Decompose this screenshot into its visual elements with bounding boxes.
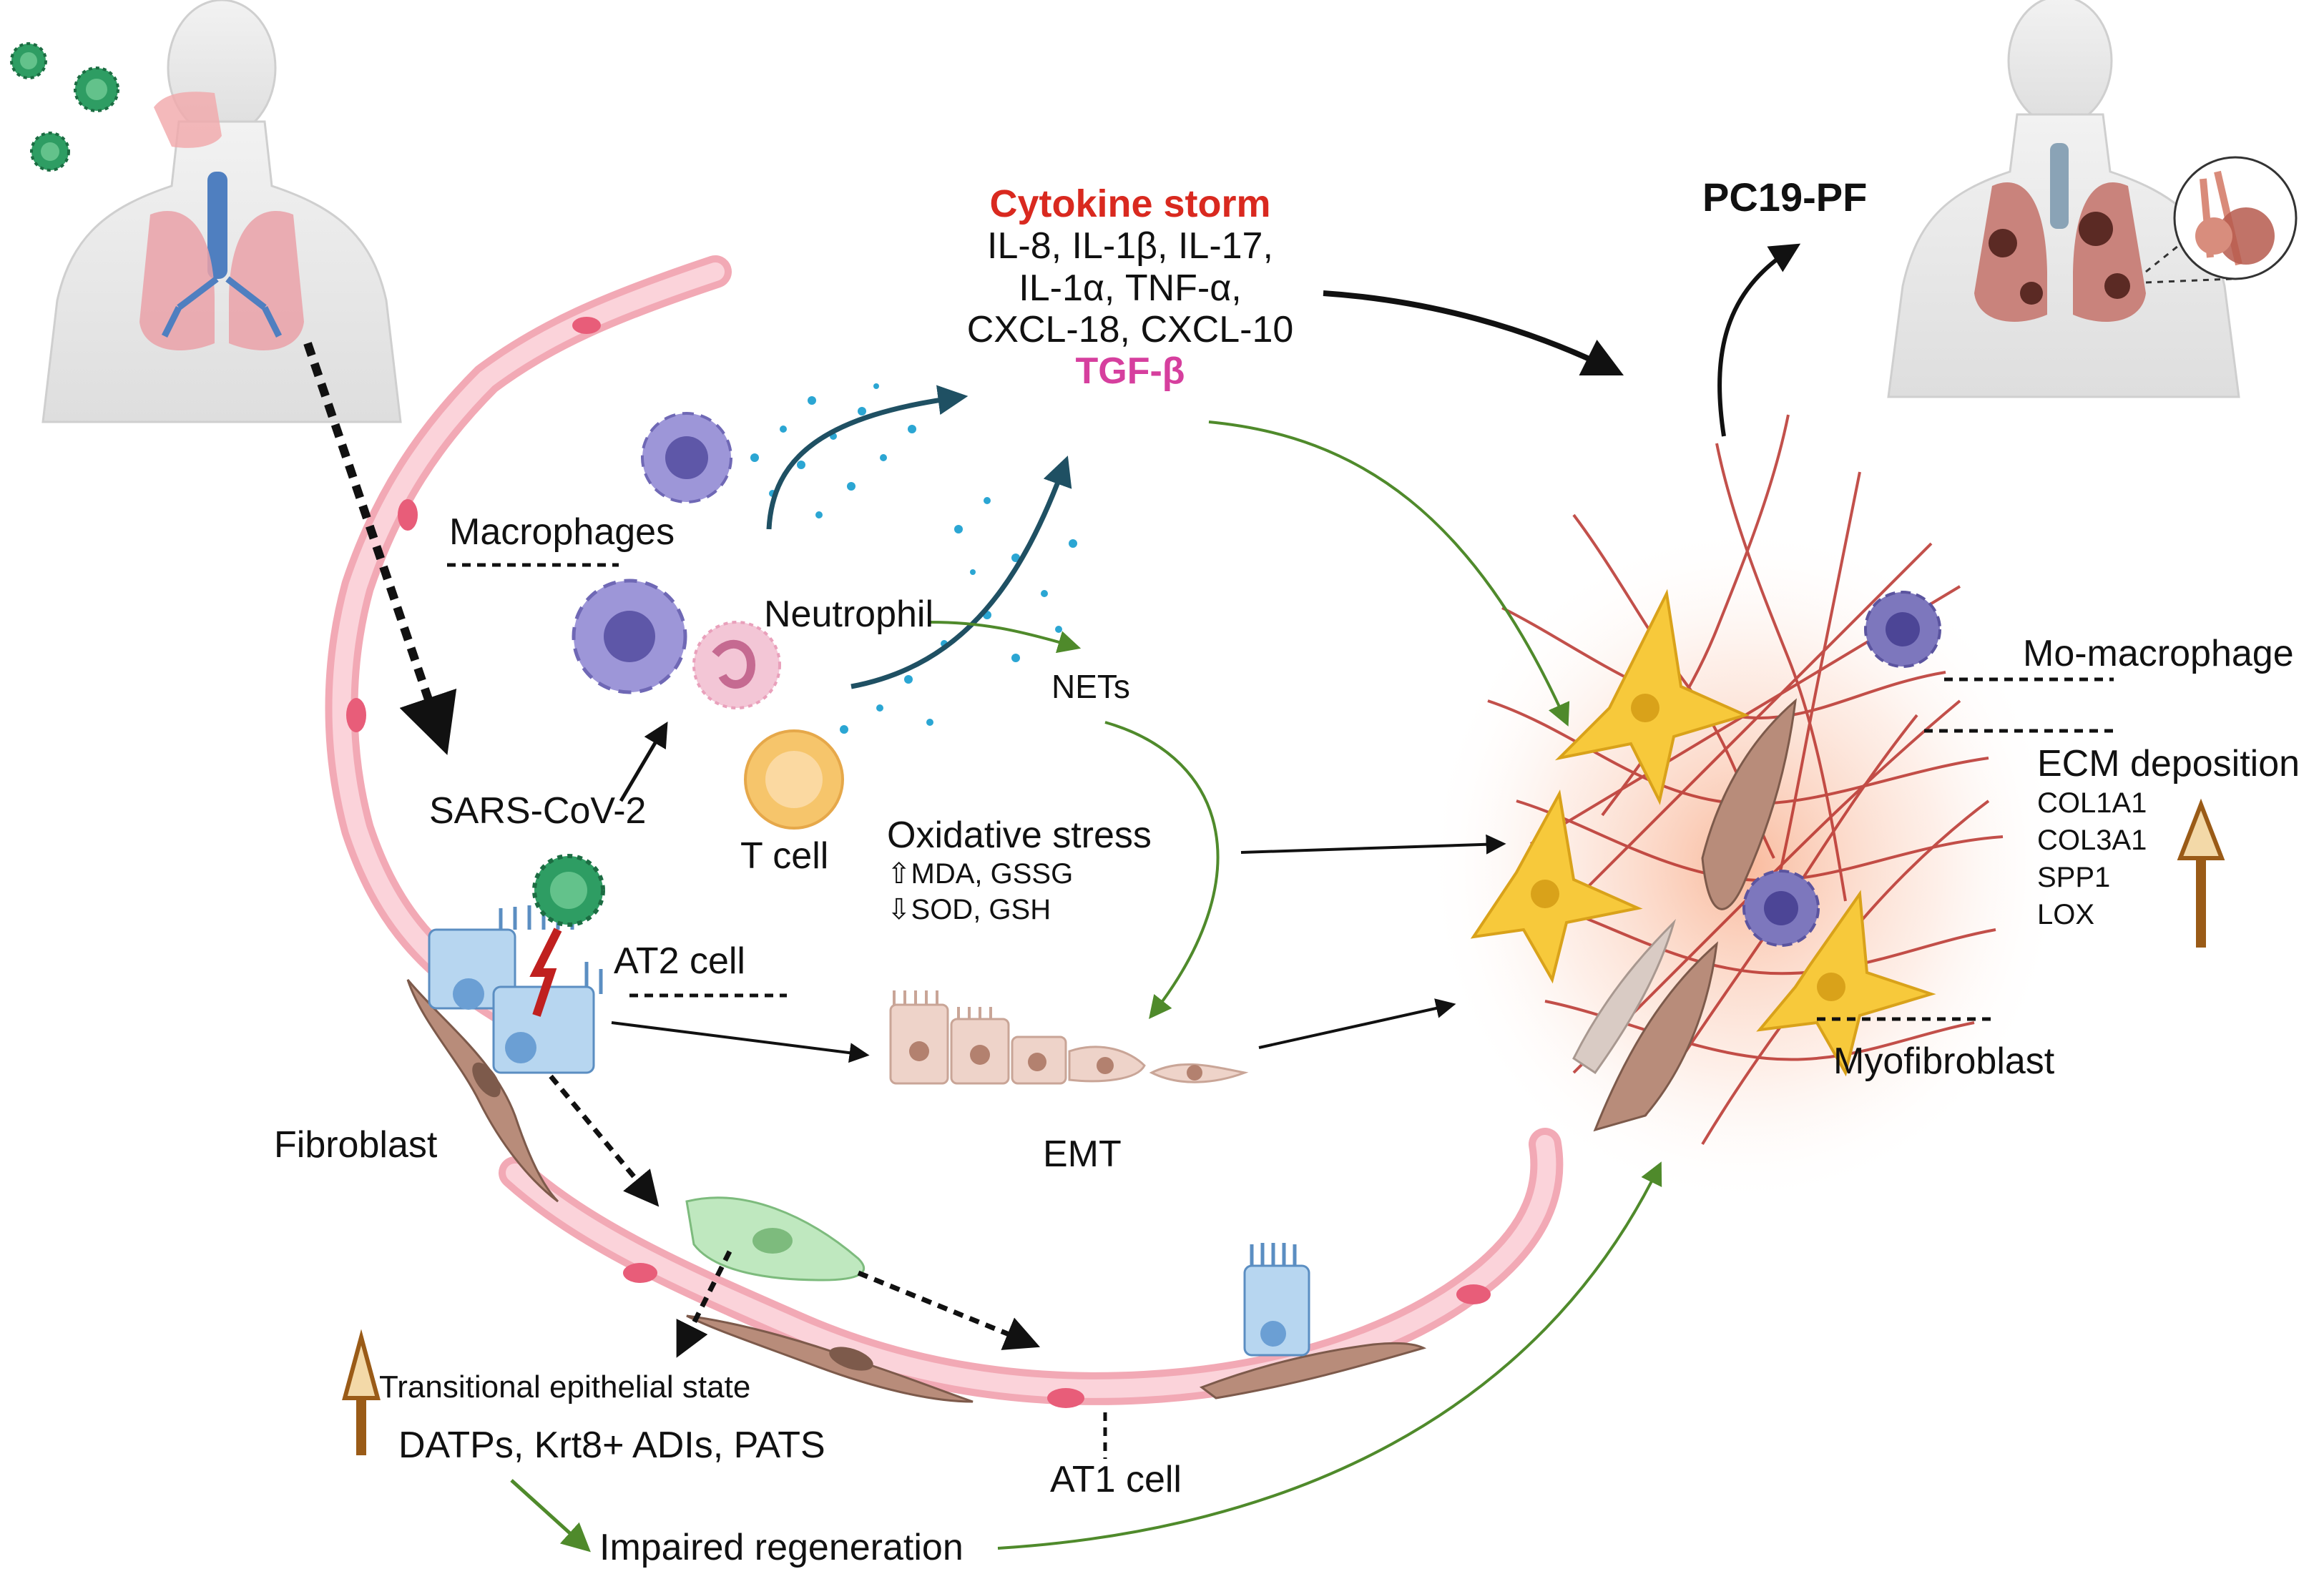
leader-lines [447, 563, 2114, 1459]
cytokine-list-line-1: IL-8, IL-1β, IL-17, [987, 225, 1273, 267]
at2-cell-icon [428, 905, 603, 1074]
fibroblast-cell [686, 1314, 974, 1403]
transitional-state-heading: Transitional epithelial state [379, 1369, 751, 1405]
oxidative-stress-block: Oxidative stress ⇧MDA, GSSG ⇩SOD, GSH [887, 815, 1152, 928]
at2-cell-label: AT2 cell [614, 940, 745, 982]
macrophage-cell [572, 579, 687, 694]
fibroblast-label: Fibroblast [274, 1124, 438, 1166]
fibroblast-cell [406, 979, 559, 1203]
mo-macrophage-cell [1742, 870, 1820, 947]
ecm-gene: SPP1 [2037, 862, 2111, 894]
macrophages-label: Macrophages [449, 511, 675, 553]
ecm-gene: COL3A1 [2037, 825, 2147, 857]
virus-particle-icon [74, 67, 119, 112]
human-infection-figure [41, 0, 402, 423]
mo-macrophage-cell [1864, 591, 1941, 668]
myofibroblast-cell [1470, 789, 1643, 984]
sars-cov-2-virus-icon [532, 854, 605, 927]
impaired-regeneration-label: Impaired regeneration [599, 1527, 964, 1568]
oxidative-decrease-line: ⇩SOD, GSH [887, 894, 1051, 926]
at1-cell-ring [325, 255, 1564, 1408]
virus-particle-icon [30, 132, 70, 172]
cytokine-storm-heading: Cytokine storm [989, 182, 1271, 225]
neutrophil-label: Neutrophil [764, 594, 934, 635]
oxidative-stress-heading: Oxidative stress [887, 815, 1152, 856]
transitional-epithelial-cell [685, 1196, 866, 1282]
mo-macrophage-label: Mo-macrophage [2023, 633, 2294, 674]
cytokine-list-line-2: IL-1α, TNF-α, [1019, 267, 1242, 309]
ecm-gene: COL1A1 [2037, 787, 2147, 820]
myofibroblast-cell [1554, 589, 1750, 805]
macrophage-cell [641, 412, 732, 503]
sars-cov-2-label: SARS-CoV-2 [429, 790, 647, 832]
at1-cell-label: AT1 cell [1050, 1459, 1182, 1500]
cytokine-particles [750, 383, 1077, 734]
emt-label: EMT [1043, 1133, 1122, 1175]
increase-arrow-icon [342, 1329, 381, 1455]
oxidative-increase-line: ⇧MDA, GSSG [887, 858, 1074, 890]
myofibroblast-label: Myofibroblast [1833, 1041, 2055, 1082]
cytokine-list-line-3: CXCL-18, CXCL-10 [966, 308, 1294, 350]
increase-arrow-icon [2177, 798, 2225, 948]
fibroblast-cell [1572, 698, 1797, 1132]
arrows [303, 243, 1801, 1553]
emt-cells-illustration [889, 990, 1249, 1085]
ecm-gene: LOX [2037, 899, 2095, 931]
t-cell-label: T cell [740, 835, 829, 877]
diagram-title: PC19-PF [1702, 174, 1868, 220]
myofibroblast-cell [1756, 890, 1936, 1077]
nets-label: NETs [1051, 668, 1130, 705]
fibrotic-lesion [1423, 414, 2067, 1209]
fibroblast-cell [1199, 1342, 1427, 1400]
transitional-state-markers: DATPs, Krt8+ ADIs, PATS [398, 1425, 825, 1466]
at2-cell-icon [1243, 1243, 1310, 1357]
human-fibrosis-figure [1887, 0, 2298, 398]
neutrophil-cell [692, 621, 781, 709]
t-cell [744, 729, 844, 830]
cytokine-storm-block: Cytokine storm IL-8, IL-1β, IL-17, IL-1α… [962, 182, 1298, 392]
ecm-deposition-heading: ECM deposition [2037, 743, 2300, 784]
virus-particle-icon [10, 42, 47, 79]
ecm-deposition-block: ECM deposition COL1A1 COL3A1 SPP1 LOX [2037, 743, 2300, 933]
tgf-beta-label: TGF-β [1075, 350, 1185, 393]
